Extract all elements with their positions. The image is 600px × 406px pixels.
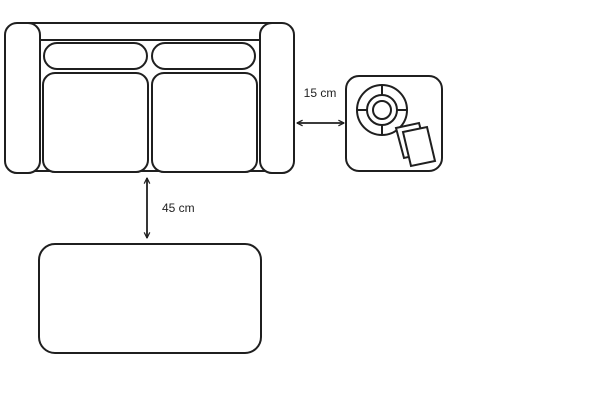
coffee-table-icon	[38, 243, 262, 354]
lamp-icon	[356, 84, 408, 136]
dimension-sofa-coffee-table: 45 cm	[147, 178, 195, 238]
dimension-label-45cm: 45 cm	[162, 201, 195, 215]
side-table-icon	[345, 75, 443, 172]
sofa-right-arm	[259, 22, 295, 174]
book-icon	[394, 121, 437, 168]
sofa-seat-cushion-left	[42, 72, 149, 173]
sofa-left-arm	[4, 22, 41, 174]
sofa-back-cushion-left	[43, 42, 148, 70]
dimension-sofa-side-table: 15 cm	[297, 86, 344, 123]
sofa-icon	[4, 22, 295, 174]
coffee-table-top	[38, 243, 262, 354]
dimension-label-15cm: 15 cm	[304, 86, 337, 100]
sofa-back-cushion-right	[151, 42, 256, 70]
sofa-seat-cushion-right	[151, 72, 258, 173]
